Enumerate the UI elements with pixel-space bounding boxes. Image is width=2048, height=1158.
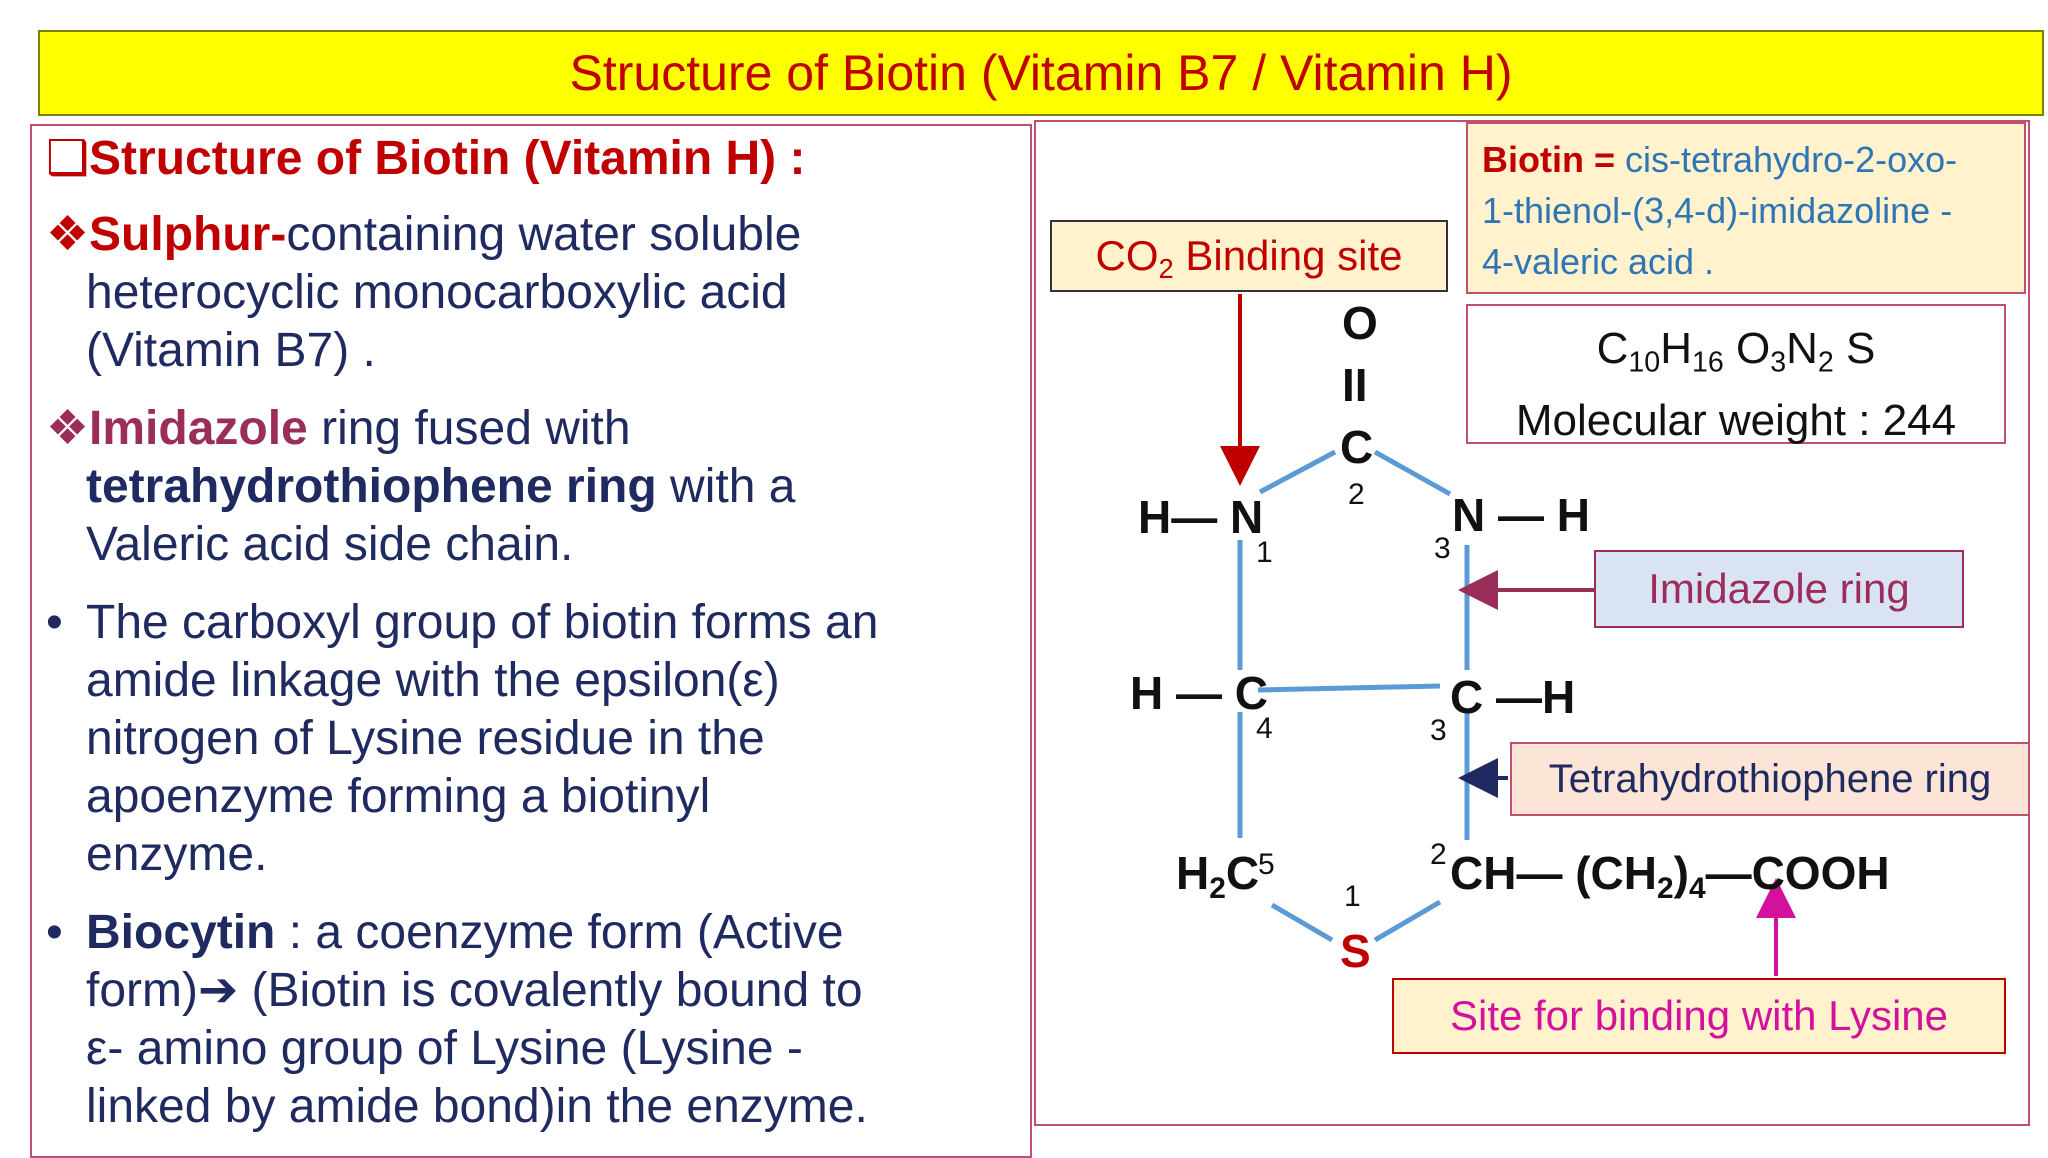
imidazole-ring-label: Imidazole ring xyxy=(1594,550,1964,628)
text-line: The carboxyl group of biotin forms an xyxy=(86,596,879,649)
text-line: (Vitamin B7) . xyxy=(86,324,376,377)
title-bar: Structure of Biotin (Vitamin B7 / Vitami… xyxy=(38,30,2044,116)
lysine-binding-site-label: Site for binding with Lysine xyxy=(1392,978,2006,1054)
molecular-weight: Molecular weight : 244 xyxy=(1515,395,1957,445)
text-line: Biocytin : a coenzyme form (Active xyxy=(86,904,844,962)
imidazole-highlight: Imidazole xyxy=(89,402,308,455)
thiophene-bold: tetrahydrothiophene ring xyxy=(86,460,657,513)
position-number: 5 xyxy=(1258,848,1275,881)
bullet-icon: • xyxy=(46,596,63,649)
checkbox-icon: ❑ xyxy=(46,132,90,185)
slide-title: Structure of Biotin (Vitamin B7 / Vitami… xyxy=(569,45,1513,101)
text-line: linked by amide bond)in the enzyme. xyxy=(86,1080,868,1133)
paragraph-sulphur: ❖Sulphur-containing water soluble xyxy=(46,206,801,264)
position-number: 1 xyxy=(1256,536,1273,569)
position-number: 3 xyxy=(1434,532,1451,565)
text-line: ε- amino group of Lysine (Lysine - xyxy=(86,1022,803,1075)
atom-ch3: C —H xyxy=(1450,671,1576,723)
position-number: 4 xyxy=(1256,712,1273,745)
text-line: heterocyclic monocarboxylic acid xyxy=(86,266,788,319)
text-line: containing water soluble xyxy=(286,208,802,261)
iupac-text: cis-tetrahydro-2-oxo- xyxy=(1625,139,1958,180)
co2-binding-site-label: CO2 Binding site xyxy=(1050,220,1448,292)
atom-c2: C xyxy=(1340,421,1374,473)
atom-h2c5: H2C xyxy=(1176,847,1260,905)
atom-hn1: H— N xyxy=(1138,491,1264,543)
biotin-label: Biotin = xyxy=(1482,139,1615,180)
sulphur-highlight: Sulphur- xyxy=(89,208,287,261)
text-line: Valeric acid side chain. xyxy=(86,518,574,571)
atom-sulphur: S xyxy=(1340,925,1371,977)
position-number: 2 xyxy=(1348,478,1365,511)
formula-box: C10H16 O3N2 S Molecular weight : 244 xyxy=(1466,304,2006,445)
section-heading: ❑Structure of Biotin (Vitamin H) : xyxy=(46,130,805,188)
iupac-line: 1-thienol-(3,4-d)-imidazoline - xyxy=(1482,190,1953,231)
bond-s-c2s xyxy=(1373,899,1442,943)
tetrahydrothiophene-ring-label: Tetrahydrothiophene ring xyxy=(1510,742,2030,816)
text-line: amide linkage with the epsilon(ε) xyxy=(86,654,780,707)
text-line: form) xyxy=(86,964,198,1017)
text-line: tetrahydrothiophene ring with a xyxy=(86,458,795,516)
position-number: 3 xyxy=(1430,714,1447,747)
bullet-icon: • xyxy=(46,906,63,959)
iupac-line: Biotin = cis-tetrahydro-2-oxo- xyxy=(1482,134,2010,185)
text-line: apoenzyme forming a biotinyl xyxy=(86,770,711,823)
valeric-side-chain: CH— (CH2)4—COOH xyxy=(1450,847,1890,905)
paragraph-biocytin: • xyxy=(46,904,63,962)
iupac-line: 4-valeric acid . xyxy=(1482,241,1715,282)
text-line: with a xyxy=(656,460,796,513)
text-line: (Biotin is covalently bound to xyxy=(238,964,863,1017)
text-line: form)➔ (Biotin is covalently bound to xyxy=(86,962,863,1020)
heading-text: Structure of Biotin (Vitamin H) : xyxy=(89,132,806,185)
biocytin-bold: Biocytin xyxy=(86,906,276,959)
structure-panel xyxy=(1034,120,2030,1126)
bond-c2-n3 xyxy=(1373,449,1452,497)
diamond-bullet-icon: ❖ xyxy=(46,402,90,455)
atom-oxygen: O xyxy=(1342,297,1378,349)
bond-c4-c3 xyxy=(1257,683,1441,693)
paragraph-carboxyl: • xyxy=(46,594,63,652)
iupac-name-box: Biotin = cis-tetrahydro-2-oxo- 1-thienol… xyxy=(1466,122,2026,294)
paragraph-imidazole: ❖Imidazole ring fused with xyxy=(46,400,631,458)
text-line: enzyme. xyxy=(86,828,268,881)
double-bond: II xyxy=(1342,359,1368,411)
position-number: 1 xyxy=(1344,880,1361,913)
atom-nh3: N — H xyxy=(1452,489,1590,541)
right-arrow-icon: ➔ xyxy=(197,964,239,1017)
bond-n1-c2 xyxy=(1258,449,1337,495)
bond-c5-s xyxy=(1270,902,1334,943)
text-line: nitrogen of Lysine residue in the xyxy=(86,712,765,765)
diamond-bullet-icon: ❖ xyxy=(46,208,90,261)
molecular-formula: C10H16 O3N2 S xyxy=(1596,324,1876,379)
position-number: 2 xyxy=(1430,838,1447,871)
text-line: ring fused with xyxy=(307,402,631,455)
text-line: : a coenzyme form (Active xyxy=(275,906,844,959)
atom-hc4: H — C xyxy=(1130,667,1268,719)
